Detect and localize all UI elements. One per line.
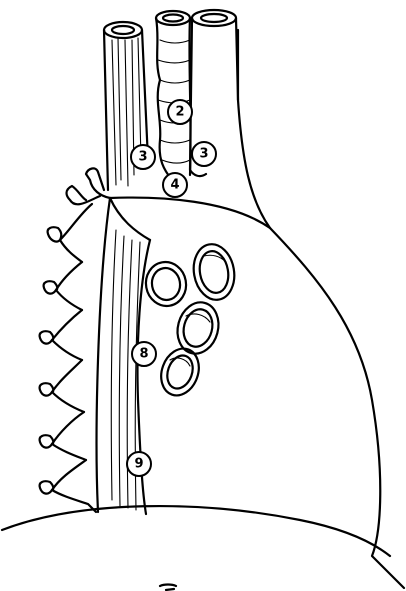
callout-4: 4 <box>163 173 187 197</box>
vessel-openings <box>142 241 238 401</box>
callout-2: 2 <box>168 100 192 124</box>
sac-left-shoulder <box>110 198 270 228</box>
svg-text:4: 4 <box>170 178 179 193</box>
middle-vessel <box>156 11 191 180</box>
sac-outline <box>238 30 404 588</box>
callout-3-left: 3 <box>131 145 155 169</box>
svg-text:8: 8 <box>139 347 148 362</box>
svg-text:3: 3 <box>138 150 147 165</box>
base-fragment <box>160 585 176 591</box>
svg-text:2: 2 <box>175 105 184 120</box>
svg-text:3: 3 <box>199 147 208 162</box>
base-surface <box>2 506 390 556</box>
callout-3-right: 3 <box>192 142 216 166</box>
callout-9: 9 <box>127 452 151 476</box>
svg-text:9: 9 <box>134 457 143 472</box>
callout-8: 8 <box>132 342 156 366</box>
